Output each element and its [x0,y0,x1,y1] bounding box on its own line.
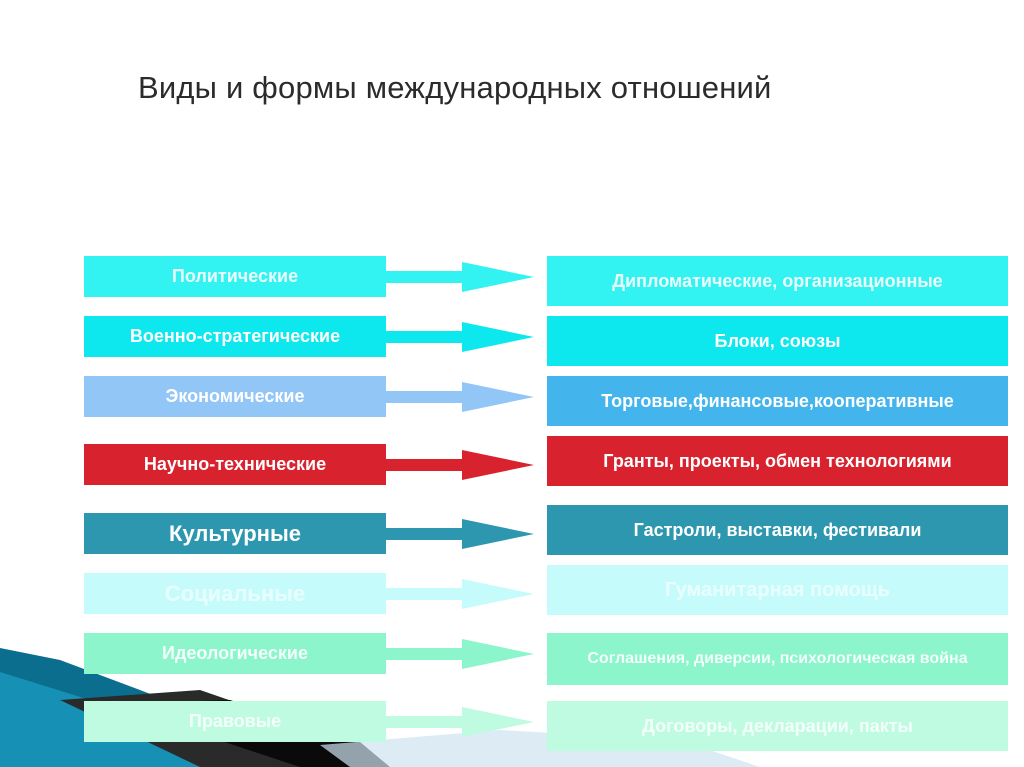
form-box: Гуманитарная помощь [547,565,1008,615]
arrow-right-icon [386,519,534,549]
category-box: Правовые [84,701,386,742]
form-box: Соглашения, диверсии, психологическая во… [547,633,1008,685]
arrow-right-icon [386,262,534,292]
arrow-right-icon [386,322,534,352]
arrow-right-icon [386,639,534,669]
category-box: Культурные [84,513,386,554]
category-box: Научно-технические [84,444,386,485]
page-title: Виды и формы международных отношений [138,70,772,105]
form-box: Дипломатические, организационные [547,256,1008,306]
category-box: Идеологические [84,633,386,674]
arrow-right-icon [386,579,534,609]
category-box: Экономические [84,376,386,417]
form-box: Гранты, проекты, обмен технологиями [547,436,1008,486]
arrow-right-icon [386,382,534,412]
form-box: Торговые,финансовые,кооперативные [547,376,1008,426]
category-box: Военно-стратегические [84,316,386,357]
form-box: Договоры, декларации, пакты [547,701,1008,751]
arrow-right-icon [386,707,534,737]
category-box: Политические [84,256,386,297]
form-box: Блоки, союзы [547,316,1008,366]
arrow-right-icon [386,450,534,480]
category-box: Социальные [84,573,386,614]
form-box: Гастроли, выставки, фестивали [547,505,1008,555]
